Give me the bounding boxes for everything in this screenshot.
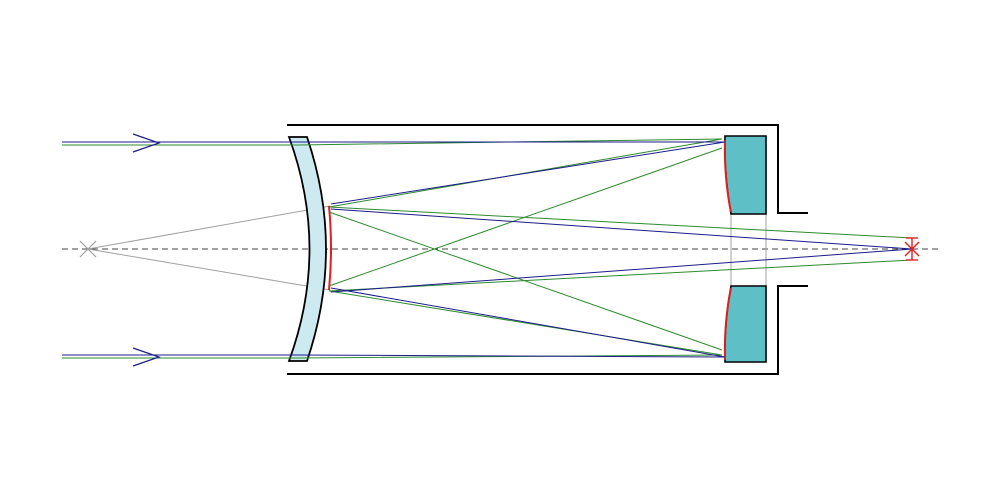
ray-blue-upper-reflect <box>330 141 726 205</box>
mirror-coating-upper <box>723 139 732 213</box>
corrector-plate <box>287 136 327 362</box>
ray-green-lower-reflect <box>328 290 723 356</box>
ray-green-upper-cross <box>328 147 723 287</box>
focal-point-marker <box>904 237 920 261</box>
ray-blue-lower-incoming <box>62 354 726 358</box>
incoming-ray-arrows <box>132 133 161 367</box>
telescope-tube <box>287 124 808 375</box>
curvature-center-marker <box>79 240 97 258</box>
ray-bundle-blue <box>62 141 913 358</box>
tube-lower-wall <box>287 285 808 375</box>
ray-blue-lower-focus <box>330 248 913 293</box>
mirror-coating-lower <box>723 287 732 361</box>
mirror-block-lower <box>724 285 767 363</box>
ray-blue-lower-reflect <box>330 287 726 358</box>
ray-green-upper-focus <box>328 206 913 239</box>
construction-line-upper <box>87 205 331 250</box>
arrow-lower <box>132 347 161 367</box>
ray-green-upper-incoming <box>62 138 723 146</box>
tube-upper-wall <box>287 124 808 214</box>
corrector-coating <box>328 205 332 291</box>
ray-blue-upper-focus <box>330 208 913 250</box>
construction-lines <box>87 205 767 291</box>
mirror-block-upper <box>724 135 767 215</box>
ray-green-lower-cross <box>328 211 723 351</box>
construction-line-lower <box>87 248 331 291</box>
arrow-upper <box>132 133 161 153</box>
ray-green-lower-focus <box>328 259 913 292</box>
